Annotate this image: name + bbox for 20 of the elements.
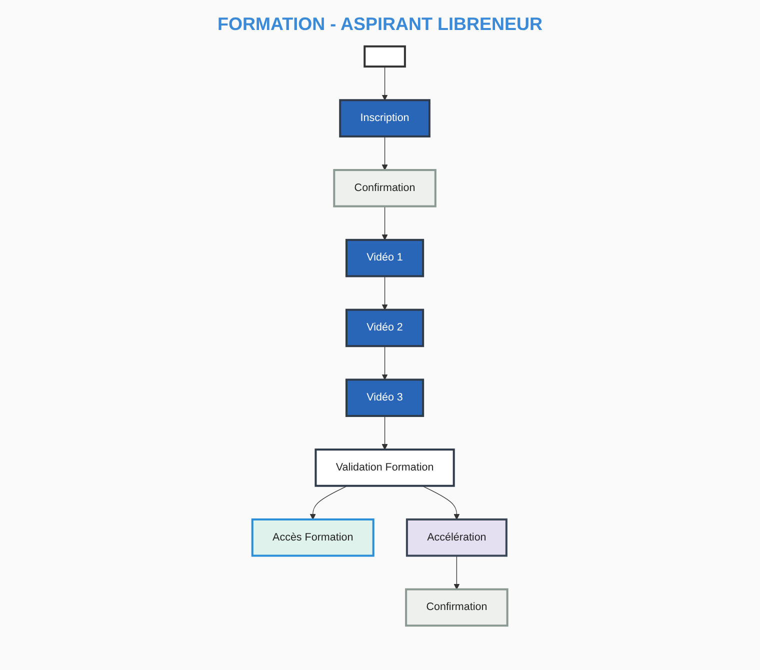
arrow xyxy=(382,206,388,240)
node-box xyxy=(364,45,406,68)
node-box: Confirmation xyxy=(405,588,508,627)
node-box: Accélération xyxy=(406,518,508,557)
node-box: Validation Formation xyxy=(314,448,455,487)
arrow xyxy=(382,276,388,310)
node-box: Confirmation xyxy=(333,169,437,208)
arrow xyxy=(454,555,460,590)
node-box: Inscription xyxy=(339,99,431,138)
arrow xyxy=(422,486,460,520)
arrow xyxy=(310,486,348,520)
node-box: Vidéo 1 xyxy=(346,238,424,278)
node-box: Vidéo 2 xyxy=(346,308,424,348)
arrow xyxy=(382,136,388,170)
diagram-title: FORMATION - ASPIRANT LIBRENEUR xyxy=(216,14,544,35)
node-box: Accès Formation xyxy=(252,518,374,557)
arrow xyxy=(382,416,388,450)
arrow xyxy=(382,346,388,380)
node-box: Vidéo 3 xyxy=(346,378,424,417)
arrow xyxy=(382,66,388,100)
